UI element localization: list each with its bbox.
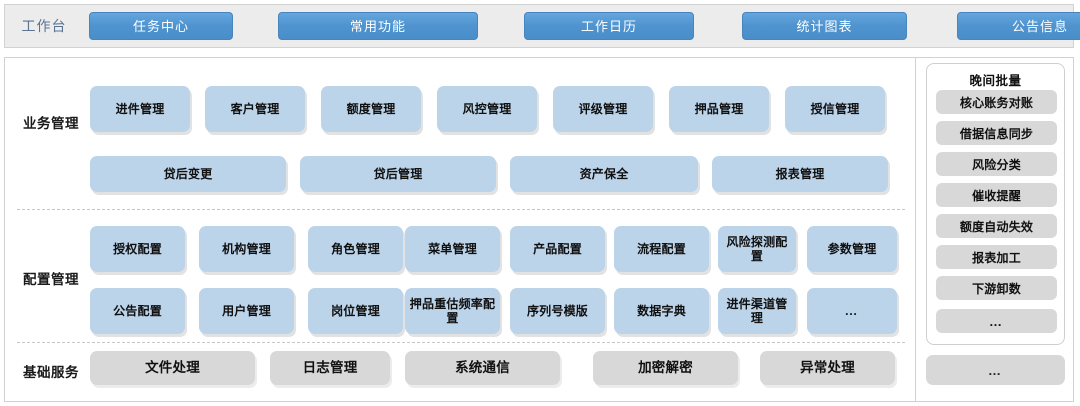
- nav-button-task-center[interactable]: 任务中心: [89, 12, 233, 40]
- evening-batch-title: 晚间批量: [969, 74, 1022, 88]
- side-item-collection-reminder[interactable]: 催收提醒: [936, 183, 1057, 207]
- tile-base-file-processing[interactable]: 文件处理: [90, 351, 255, 385]
- nav-button-announcement[interactable]: 公告信息: [957, 12, 1080, 40]
- tile-config-organization[interactable]: 机构管理: [199, 226, 294, 272]
- tile-business-report-mgmt[interactable]: 报表管理: [712, 156, 888, 192]
- tile-base-system-communication[interactable]: 系统通信: [405, 351, 560, 385]
- tile-business-credit[interactable]: 授信管理: [785, 86, 885, 132]
- tile-base-log-management[interactable]: 日志管理: [270, 351, 390, 385]
- section-divider: [17, 342, 905, 343]
- nav-button-common-functions[interactable]: 常用功能: [278, 12, 478, 40]
- tile-business-rating[interactable]: 评级管理: [553, 86, 653, 132]
- tile-config-more[interactable]: …: [807, 288, 897, 334]
- tile-config-product[interactable]: 产品配置: [510, 226, 605, 272]
- side-item-downstream-unload[interactable]: 下游卸数: [936, 276, 1057, 300]
- tile-config-menu[interactable]: 菜单管理: [405, 226, 500, 272]
- section-label-config: 配置管理: [23, 272, 79, 287]
- nav-button-statistics-chart[interactable]: 统计图表: [742, 12, 907, 40]
- module-map-panel: 业务管理 进件管理 客户管理 额度管理 风控管理 评级管理 押品管理 授信管理 …: [4, 57, 916, 402]
- section-base-services: 基础服务 文件处理 日志管理 系统通信 加密解密 异常处理: [5, 343, 915, 401]
- tile-business-jinjian[interactable]: 进件管理: [90, 86, 190, 132]
- tile-config-position[interactable]: 岗位管理: [308, 288, 403, 334]
- side-item-report-processing[interactable]: 报表加工: [936, 245, 1057, 269]
- tile-config-announcement[interactable]: 公告配置: [90, 288, 185, 334]
- tile-config-process[interactable]: 流程配置: [614, 226, 709, 272]
- tile-business-customer[interactable]: 客户管理: [205, 86, 305, 132]
- tile-config-risk-detection[interactable]: 风险探测配置: [718, 226, 796, 272]
- tile-business-quota[interactable]: 额度管理: [321, 86, 421, 132]
- tile-config-role[interactable]: 角色管理: [308, 226, 403, 272]
- side-item-more[interactable]: …: [936, 309, 1057, 333]
- section-divider: [17, 209, 905, 210]
- side-item-iou-info-sync[interactable]: 借据信息同步: [936, 121, 1057, 145]
- tile-config-authorization[interactable]: 授权配置: [90, 226, 185, 272]
- side-item-risk-classification[interactable]: 风险分类: [936, 152, 1057, 176]
- tile-business-post-loan-mgmt[interactable]: 贷后管理: [300, 156, 496, 192]
- tile-base-encryption-decryption[interactable]: 加密解密: [593, 351, 738, 385]
- top-navigation-bar: 工作台 任务中心 常用功能 工作日历 统计图表 公告信息: [4, 4, 1080, 48]
- tile-business-asset-preservation[interactable]: 资产保全: [510, 156, 698, 192]
- section-label-base: 基础服务: [23, 365, 79, 380]
- tile-config-collateral-revaluation[interactable]: 押品重估频率配置: [405, 288, 500, 334]
- tile-business-collateral[interactable]: 押品管理: [669, 86, 769, 132]
- workbench-label: 工作台: [21, 18, 67, 34]
- tile-config-data-dictionary[interactable]: 数据字典: [614, 288, 709, 334]
- tile-config-parameter[interactable]: 参数管理: [807, 226, 897, 272]
- evening-batch-panel: 晚间批量 核心账务对账 借据信息同步 风险分类 催收提醒 额度自动失效 报表加工…: [926, 63, 1065, 345]
- side-item-quota-auto-expiry[interactable]: 额度自动失效: [936, 214, 1057, 238]
- tile-config-user[interactable]: 用户管理: [199, 288, 294, 334]
- section-label-business: 业务管理: [23, 116, 79, 131]
- tile-business-risk-control[interactable]: 风控管理: [437, 86, 537, 132]
- tile-base-exception-handling[interactable]: 异常处理: [760, 351, 895, 385]
- tile-config-serial-template[interactable]: 序列号模版: [510, 288, 605, 334]
- section-configuration-management: 配置管理 授权配置 机构管理 角色管理 菜单管理 产品配置 流程配置 风险探测配…: [5, 210, 915, 343]
- side-item-core-accounting-reconciliation[interactable]: 核心账务对账: [936, 90, 1057, 114]
- section-business-management: 业务管理 进件管理 客户管理 额度管理 风控管理 评级管理 押品管理 授信管理 …: [5, 58, 915, 210]
- tile-config-intake-channel[interactable]: 进件渠道管理: [718, 288, 796, 334]
- tile-business-post-loan-change[interactable]: 贷后变更: [90, 156, 286, 192]
- bottom-right-more-button[interactable]: …: [926, 355, 1065, 385]
- nav-button-work-calendar[interactable]: 工作日历: [524, 12, 694, 40]
